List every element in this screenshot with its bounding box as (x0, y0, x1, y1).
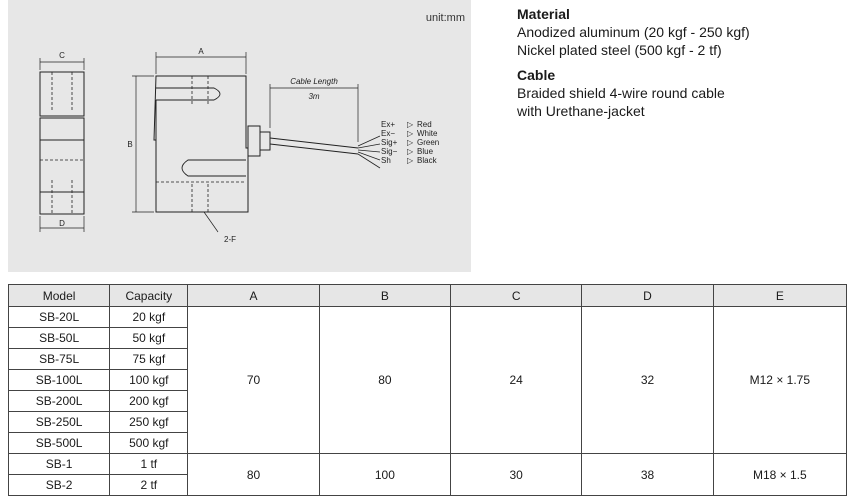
dim-label-b: B (127, 140, 132, 149)
wire-arrow-icon: ▷ (407, 156, 414, 165)
model-cell: SB-250L (7, 411, 111, 433)
e-cell: M18 × 1.5 (712, 453, 848, 496)
b-cell: 80 (318, 306, 452, 454)
a-cell: 70 (187, 306, 320, 454)
wire-name: Ex− (381, 129, 395, 138)
c-cell: 30 (450, 453, 583, 496)
material-heading: Material (517, 6, 570, 22)
cable-length-label: Cable Length (290, 77, 338, 86)
dim-label-d: D (59, 219, 65, 228)
spec-info: Material Anodized aluminum (20 kgf - 250… (517, 6, 847, 120)
table-row: SB-250L 250 kgf (7, 411, 847, 433)
capacity-cell: 1 tf (109, 453, 189, 475)
load-cell-diagram: C D A B 2-F Cable Length 3m Ex+ Ex− Sig+… (39, 47, 439, 244)
unit-label: unit:mm (425, 12, 465, 24)
capacity-cell: 20 kgf (109, 306, 189, 328)
header-c: C (450, 284, 583, 307)
capacity-cell: 100 kgf (109, 369, 189, 391)
a-cell: 80 (187, 453, 320, 496)
table-row: SB-100L 100 kgf (7, 369, 847, 391)
wire-color: Red (417, 120, 432, 129)
wire-name: Sig+ (381, 138, 398, 147)
wire-color: Black (417, 156, 438, 165)
cable-gland (247, 125, 261, 157)
dimension-table: Model Capacity A B C D E SB-20L 20 kgf 7… (7, 284, 848, 496)
wire-arrow-icon: ▷ (407, 129, 414, 138)
model-cell: SB-20L (7, 306, 111, 328)
capacity-cell: 75 kgf (109, 348, 189, 370)
material-line: Anodized aluminum (20 kgf - 250 kgf) (517, 24, 750, 40)
e-cell: M12 × 1.75 (712, 306, 848, 454)
wire-arrow-icon: ▷ (407, 120, 414, 129)
side-view-body (39, 117, 85, 215)
c-cell: 24 (450, 306, 583, 454)
side-view-top-block (39, 71, 85, 117)
d-cell: 38 (581, 453, 714, 496)
table-row: SB-200L 200 kgf (7, 390, 847, 412)
cable-line: with Urethane-jacket (517, 103, 645, 119)
cable-line: Braided shield 4-wire round cable (517, 85, 725, 101)
header-b: B (318, 284, 452, 307)
capacity-cell: 200 kgf (109, 390, 189, 412)
header-model: Model (7, 284, 111, 307)
capacity-cell: 250 kgf (109, 411, 189, 433)
wire-name: Sig− (381, 147, 398, 156)
wire-color: Green (417, 138, 439, 147)
table-row: SB-500L 500 kgf (7, 432, 847, 454)
capacity-cell: 500 kgf (109, 432, 189, 454)
header-capacity: Capacity (109, 284, 189, 307)
wire-name: Sh (381, 156, 391, 165)
material-line: Nickel plated steel (500 kgf - 2 tf) (517, 42, 722, 58)
wire-name: Ex+ (381, 120, 395, 129)
wire-color: Blue (417, 147, 434, 156)
model-cell: SB-50L (7, 327, 111, 349)
b-cell: 100 (318, 453, 452, 496)
model-cell: SB-200L (7, 390, 111, 412)
technical-drawing: C D A B 2-F Cable Length 3m Ex+ Ex− Sig+… (8, 0, 471, 272)
wire-color: White (417, 129, 438, 138)
dim-label-c: C (59, 51, 65, 60)
model-cell: SB-500L (7, 432, 111, 454)
model-cell: SB-100L (7, 369, 111, 391)
header-a: A (187, 284, 320, 307)
header-d: D (581, 284, 714, 307)
table-row: SB-50L 50 kgf (7, 327, 847, 349)
dim-label-f: 2-F (224, 235, 236, 244)
table-row: SB-2 2 tf (7, 474, 847, 496)
model-cell: SB-75L (7, 348, 111, 370)
d-cell: 32 (581, 306, 714, 454)
model-cell: SB-2 (7, 474, 111, 496)
cable-heading: Cable (517, 67, 556, 83)
capacity-cell: 50 kgf (109, 327, 189, 349)
wire-arrow-icon: ▷ (407, 147, 414, 156)
capacity-cell: 2 tf (109, 474, 189, 496)
wire-arrow-icon: ▷ (407, 138, 414, 147)
table-row: SB-20L 20 kgf 70 80 24 32 M12 × 1.75 (7, 306, 848, 454)
dim-label-a: A (198, 47, 204, 56)
model-cell: SB-1 (7, 453, 111, 475)
table-row: SB-1 1 tf 80 100 30 38 M18 × 1.5 (7, 453, 848, 496)
cable-length-value: 3m (308, 92, 319, 101)
s-body-outline (153, 75, 249, 213)
header-e: E (712, 284, 848, 307)
table-header-row: Model Capacity A B C D E (7, 284, 848, 307)
